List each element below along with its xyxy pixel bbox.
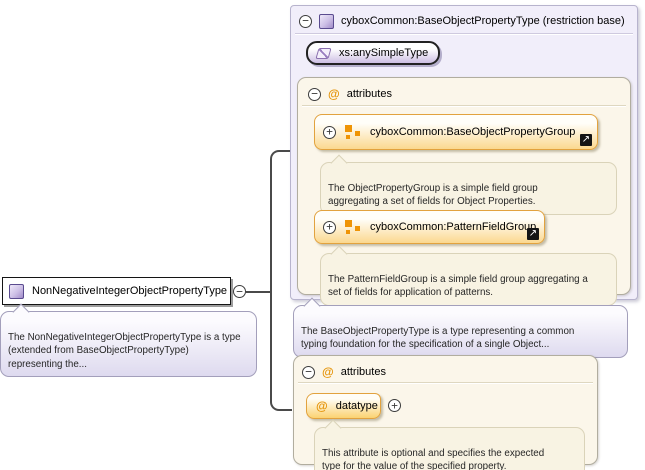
group-reference-label: cyboxCommon:BaseObjectPropertyGroup [370,126,576,138]
main-type-annotation: The NonNegativeIntegerObjectPropertyType… [0,303,257,377]
base-type-title: cyboxCommon:BaseObjectPropertyType (rest… [341,15,625,27]
baseobjectpropertygroup-badge[interactable]: + cyboxCommon:BaseObjectPropertyGroup ↗ [314,114,598,150]
at-icon: @ [328,87,340,101]
annotation-pointer [330,245,348,262]
complextype-icon [319,13,334,29]
group-annotation: The PatternFieldGroup is a simple field … [320,245,617,306]
header-divider [295,33,633,34]
attributes-collapse-toggle[interactable]: − [302,365,315,379]
attribute-group-icon [345,219,361,235]
main-type-label: NonNegativeIntegerObjectPropertyType [32,285,228,297]
patternfieldgroup-badge[interactable]: + cyboxCommon:PatternFieldGroup ↗ [314,210,545,244]
attribute-label: datatype [335,400,378,412]
own-attributes-header: − @ attributes [302,363,386,381]
expand-toggle[interactable]: + [323,220,336,234]
base-type-annotation-text: The BaseObjectPropertyType is a type rep… [301,325,575,351]
own-attributes-panel: − @ attributes @ datatype + This attribu… [293,355,598,470]
base-type-panel: − cyboxCommon:BaseObjectPropertyType (re… [290,5,638,306]
attributes-collapse-toggle[interactable]: − [308,87,321,101]
header-divider [298,382,593,383]
datatype-expand-toggle[interactable]: + [388,399,401,412]
attributes-title: attributes [346,88,392,100]
datatype-badge[interactable]: @ datatype [306,393,381,419]
anysimpletype-label: xs:anySimpleType [339,47,429,59]
group-annotation-text: The PatternFieldGroup is a simple field … [328,273,588,299]
attribute-group-icon [345,124,361,140]
main-type-annotation-text: The NonNegativeIntegerObjectPropertyType… [8,331,241,370]
base-attributes-header: − @ attributes [308,85,392,103]
group-annotation-text: The ObjectPropertyGroup is a simple fiel… [328,182,538,208]
expand-toggle[interactable]: + [323,125,336,139]
attribute-annotation-text: This attribute is optional and specifies… [322,447,545,470]
annotation-pointer [12,303,30,320]
at-icon: @ [316,399,328,413]
main-collapse-toggle[interactable]: − [233,285,246,298]
base-attributes-panel: − @ attributes + cyboxCommon:BaseObjectP… [297,77,631,306]
open-reference-icon[interactable]: ↗ [527,228,539,240]
open-reference-icon[interactable]: ↗ [580,134,592,146]
main-type-box[interactable]: NonNegativeIntegerObjectPropertyType [2,277,231,305]
complextype-icon [9,283,24,299]
anysimpletype-badge[interactable]: xs:anySimpleType [306,41,440,65]
header-divider [302,105,626,106]
attribute-annotation: This attribute is optional and specifies… [314,419,585,470]
group-annotation: The ObjectPropertyGroup is a simple fiel… [320,154,617,215]
simpletype-icon [315,47,332,59]
base-collapse-toggle[interactable]: − [299,14,312,28]
connector-line [246,291,272,293]
at-icon: @ [322,365,334,379]
base-type-annotation: The BaseObjectPropertyType is a type rep… [293,297,628,358]
annotation-pointer [330,154,348,171]
annotation-pointer [324,419,342,436]
group-reference-label: cyboxCommon:PatternFieldGroup [370,221,537,233]
connector-bracket [270,150,292,411]
attributes-title: attributes [340,366,386,378]
base-type-header: − cyboxCommon:BaseObjectPropertyType (re… [299,12,625,30]
